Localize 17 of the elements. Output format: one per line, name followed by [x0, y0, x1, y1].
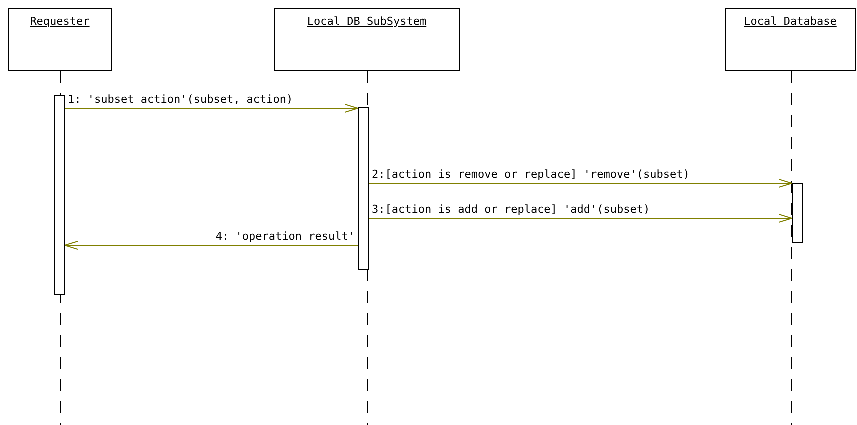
participant-box [725, 8, 856, 71]
participant-name: Requester [30, 15, 90, 28]
message-arrow [368, 179, 792, 188]
activation-bar [54, 95, 65, 295]
participant-box [274, 8, 460, 71]
participant-name: Local Database [744, 15, 837, 28]
message-arrow [368, 214, 792, 223]
message-label: 2:[action is remove or replace] 'remove'(subset) [372, 168, 690, 181]
message-label: 3:[action is add or replace] 'add'(subset) [372, 203, 650, 216]
participant-box [8, 8, 112, 71]
message-label: 4: 'operation result' [216, 230, 355, 243]
activation-bar [358, 107, 369, 270]
message-arrow [64, 241, 358, 250]
participant-name: Local DB SubSystem [307, 15, 427, 28]
message-label: 1: 'subset action'(subset, action) [68, 93, 294, 106]
message-arrow [64, 104, 358, 113]
activation-bar [792, 183, 803, 243]
